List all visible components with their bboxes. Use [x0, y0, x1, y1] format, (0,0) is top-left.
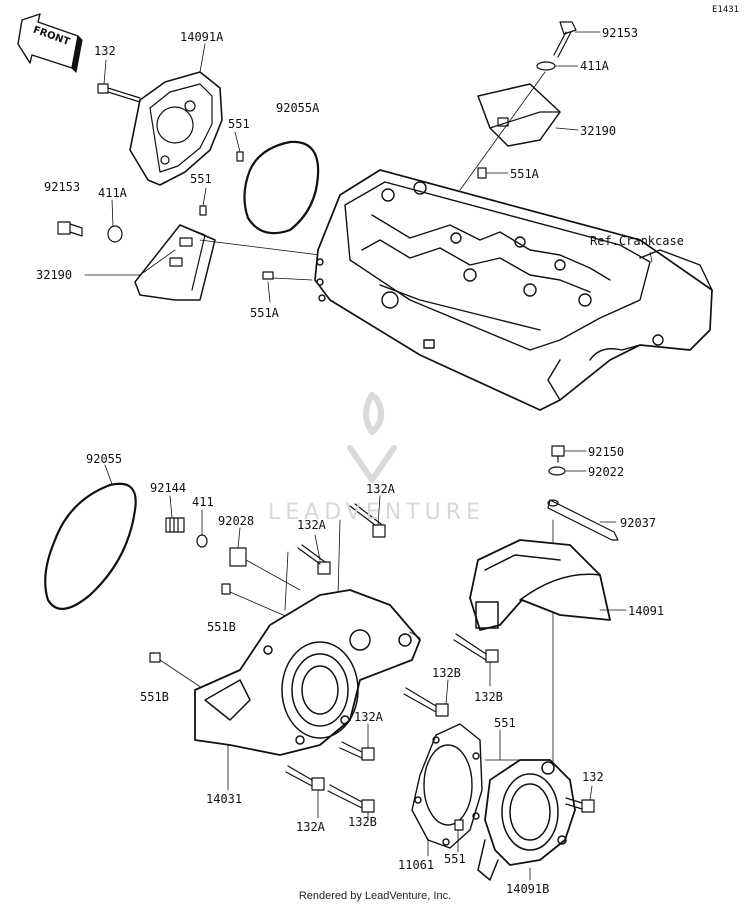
watermark-logo-icon: [347, 392, 397, 483]
part-label[interactable]: 14031: [206, 792, 243, 806]
part-label[interactable]: 132B: [474, 690, 503, 704]
part-label[interactable]: 92153: [602, 26, 639, 40]
part-label[interactable]: 92144: [150, 481, 187, 495]
part-label[interactable]: 551A: [510, 167, 539, 181]
part-label[interactable]: 14091B: [506, 882, 550, 896]
footer-credit: Rendered by LeadVenture, Inc.: [298, 890, 452, 902]
strap-92037-icon: [547, 499, 619, 541]
bolt-92153-left-icon: [57, 221, 83, 237]
part-label[interactable]: 551A: [250, 306, 279, 320]
diagram-id: E1431: [712, 5, 740, 15]
part-label[interactable]: 132A: [354, 710, 383, 724]
part-label[interactable]: 551: [494, 716, 516, 730]
part-label[interactable]: 551: [228, 117, 250, 131]
part-label[interactable]: 92037: [620, 516, 657, 530]
watermark-text: LEADVENTURE: [268, 500, 485, 525]
gasket-11061-icon: [411, 723, 483, 849]
cover-14031-icon: [194, 589, 421, 756]
part-label[interactable]: 92028: [218, 514, 255, 528]
part-label[interactable]: 551B: [140, 690, 169, 704]
part-label[interactable]: 92153: [44, 180, 81, 194]
part-label[interactable]: 551: [444, 852, 466, 866]
part-label[interactable]: 92022: [588, 465, 625, 479]
washer-411A-top-icon: [536, 61, 556, 71]
part-label[interactable]: 92055A: [276, 101, 320, 115]
bolt-132A-upper-icon: [297, 503, 386, 575]
bolt-132B-right-icon: [403, 633, 499, 717]
reference-label: Ref.Crankcase: [590, 234, 684, 248]
part-label[interactable]: 411A: [580, 59, 609, 73]
part-label[interactable]: 32190: [580, 124, 617, 138]
part-label[interactable]: 551: [190, 172, 212, 186]
part-label[interactable]: 132A: [297, 518, 326, 532]
bolt-132-right-icon: [565, 797, 595, 813]
cover-14091B-icon: [477, 759, 576, 881]
bracket-32190-left-icon: [134, 224, 216, 301]
part-label[interactable]: 551B: [207, 620, 236, 634]
bolt-132-icon: [97, 83, 141, 103]
crankcase-icon: [314, 169, 713, 411]
part-label[interactable]: 132: [94, 44, 116, 58]
bracket-32190-top-icon: [477, 83, 561, 147]
washer-411A-left-icon: [107, 225, 123, 243]
plug-92028-icon: [229, 547, 301, 591]
seal-92055A-icon: [243, 140, 320, 235]
washer-92022-icon: [548, 466, 566, 476]
dowel-pin-551A-top-icon: [477, 167, 487, 179]
bolt-92150-icon: [551, 445, 565, 463]
seal-92055-icon: [44, 482, 137, 610]
dowel-pin-551B-2-icon: [149, 652, 161, 663]
washer-411-icon: [196, 534, 208, 548]
cover-14091-icon: [469, 539, 611, 631]
part-label[interactable]: 132B: [432, 666, 461, 680]
part-label[interactable]: 11061: [398, 858, 435, 872]
cover-14091A-icon: [129, 71, 223, 186]
bolt-132A-lower-icon: [285, 741, 375, 813]
part-label[interactable]: 132: [582, 770, 604, 784]
part-label[interactable]: 14091: [628, 604, 665, 618]
dowel-pin-551A-left-icon: [262, 271, 274, 280]
dowel-pin-551-lower-icon: [454, 819, 464, 831]
part-label[interactable]: 14091A: [180, 30, 224, 44]
part-label[interactable]: 411A: [98, 186, 127, 200]
part-label[interactable]: 132A: [296, 820, 325, 834]
part-label[interactable]: 92150: [588, 445, 625, 459]
part-label[interactable]: 92055: [86, 452, 123, 466]
part-label[interactable]: 132A: [366, 482, 395, 496]
part-label[interactable]: 411: [192, 495, 214, 509]
part-label[interactable]: 132B: [348, 815, 377, 829]
front-arrow-icon: FRONT: [17, 13, 83, 73]
bolt-92153-top-icon: [553, 21, 577, 58]
part-label[interactable]: 32190: [36, 268, 73, 282]
spring-92144-icon: [165, 517, 185, 533]
dowel-pin-551B-1-icon: [221, 583, 231, 595]
